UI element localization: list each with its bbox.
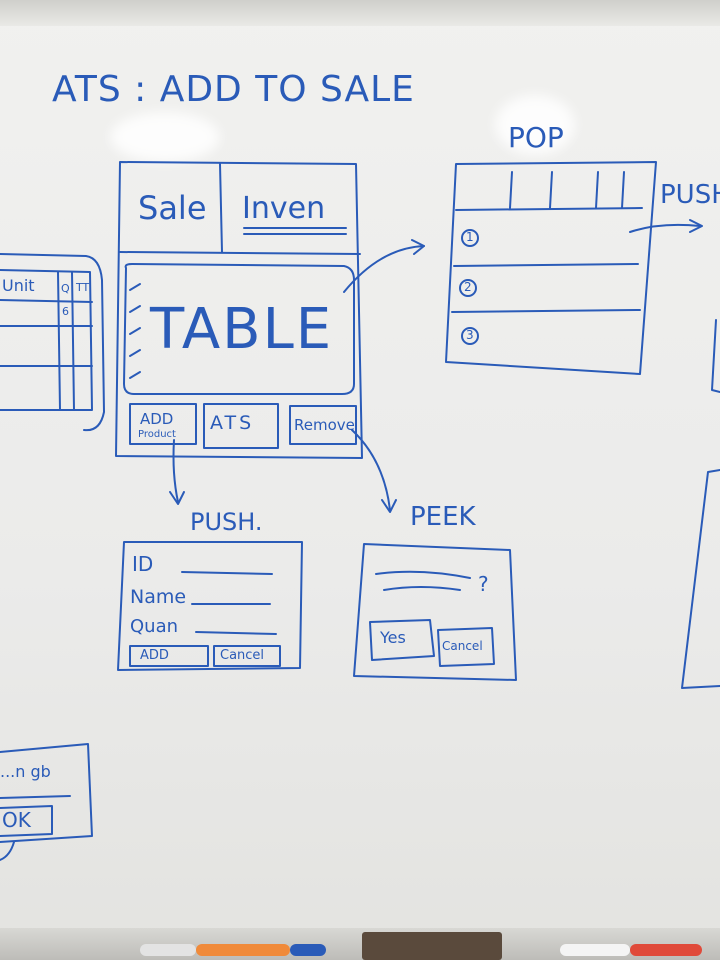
light-glare <box>110 112 220 162</box>
push-add-button[interactable]: ADD <box>140 648 169 663</box>
remove-button-frame <box>290 406 356 444</box>
pop-row-number: 1 <box>466 230 474 244</box>
left-table-outer-frame <box>0 254 104 430</box>
page-title: ATS : ADD TO SALE <box>52 69 415 110</box>
push-add-button-frame <box>130 646 208 666</box>
right-partial-box <box>712 320 720 392</box>
left-ok-button-frame <box>0 806 52 836</box>
id-field-label: ID <box>132 552 154 576</box>
push-cancel-button-frame <box>214 646 280 666</box>
left-table-cell: 6 <box>62 305 69 318</box>
pop-dialog-title: POP <box>508 121 564 154</box>
pop-header-line <box>456 208 642 210</box>
pop-dialog-frame <box>446 162 656 374</box>
peek-yes-button[interactable]: Yes <box>380 628 406 647</box>
left-dialog-text: ...n gb <box>0 762 51 781</box>
arrow-head <box>170 492 184 504</box>
main-window-tab-divider <box>120 252 360 254</box>
pop-row-3-circle <box>462 328 478 344</box>
eraser <box>362 932 502 960</box>
marker <box>196 944 290 956</box>
peek-yes-button-frame <box>370 620 434 660</box>
marker <box>560 944 630 956</box>
left-ok-button[interactable]: OK <box>2 808 31 832</box>
pop-row-1-circle <box>462 230 478 246</box>
tab-inven[interactable]: Inven <box>242 191 326 226</box>
inven-tab-underline <box>244 228 346 234</box>
pop-column-ticks <box>510 172 624 208</box>
left-table-header-tt: TT <box>76 281 90 294</box>
remove-button[interactable]: Remove <box>294 416 355 434</box>
add-button-frame <box>130 404 196 444</box>
whiteboard-frame <box>0 0 720 26</box>
left-dialog-frame <box>0 744 92 842</box>
pop-row-number: 2 <box>464 280 472 294</box>
arrow-to-pop <box>344 246 424 292</box>
left-table-rows <box>0 300 92 366</box>
arrow-head <box>412 240 424 254</box>
pop-row-number: 3 <box>466 328 474 342</box>
marker <box>140 944 196 956</box>
main-window-tab-separator <box>220 164 222 252</box>
pop-row-lines <box>452 264 640 312</box>
name-field-label: Name <box>130 586 187 608</box>
marker <box>290 944 326 956</box>
left-dialog-line <box>0 796 70 798</box>
left-dialog-tail <box>0 842 14 860</box>
arrow-pop-to-push <box>630 225 700 232</box>
table-area-frame <box>124 264 354 394</box>
peek-cancel-button-frame <box>438 628 494 666</box>
ats-button[interactable]: ATS <box>210 412 255 434</box>
left-table-columns <box>58 272 74 410</box>
peek-question-mark: ? <box>478 572 489 596</box>
push-cancel-button[interactable]: Cancel <box>220 648 265 663</box>
arrow-head <box>690 220 702 232</box>
add-product-sublabel: Product <box>138 429 176 440</box>
quantity-field-label: Quan <box>130 616 179 637</box>
peek-text-squiggles <box>376 572 470 590</box>
arrow-to-peek <box>352 430 390 510</box>
ats-button-frame <box>204 404 278 448</box>
right-partial-box <box>682 470 720 688</box>
table-placeholder: TABLE <box>150 297 334 362</box>
tab-sale[interactable]: Sale <box>138 189 207 227</box>
push-input-lines <box>182 572 276 634</box>
pop-push-label: PUSH <box>660 180 720 210</box>
left-table-frame <box>0 270 92 410</box>
left-table-header-q: Q <box>61 282 70 295</box>
arrow-to-push <box>174 440 179 502</box>
pop-row-2-circle <box>460 280 476 296</box>
arrow-head <box>382 500 396 512</box>
push-dialog-title: PUSH. <box>190 508 263 536</box>
peek-dialog-frame <box>354 544 516 680</box>
table-hatch-marks <box>130 284 140 378</box>
marker <box>630 944 702 956</box>
light-glare <box>495 95 575 155</box>
add-product-button[interactable]: ADD <box>140 410 174 428</box>
peek-cancel-button[interactable]: Cancel <box>442 639 483 653</box>
peek-dialog-title: PEEK <box>410 502 476 532</box>
main-window-frame <box>116 162 362 458</box>
push-dialog-frame <box>118 542 302 670</box>
left-table-header-unit: Unit <box>2 276 35 295</box>
